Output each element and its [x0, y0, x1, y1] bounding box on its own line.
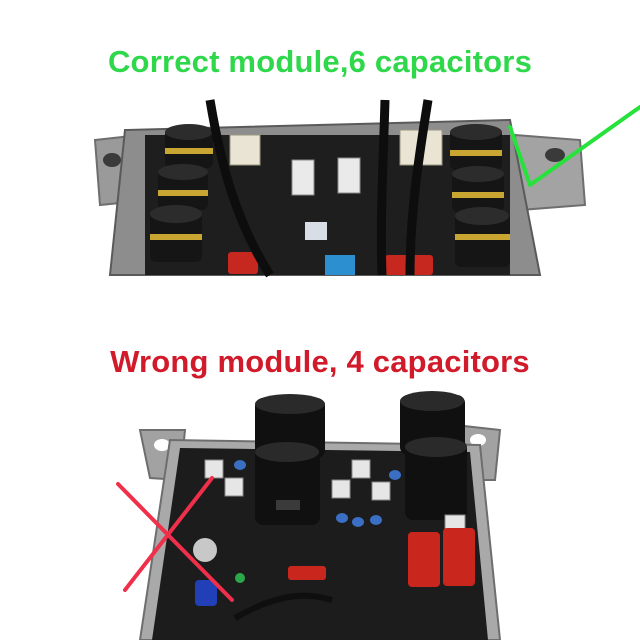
cable-left — [205, 99, 274, 278]
capacitor-left-middle — [158, 164, 208, 210]
label-sticker — [305, 222, 327, 240]
correct-module-caption: Correct module,6 capacitors — [107, 44, 533, 79]
terminal-white-1 — [291, 159, 315, 196]
capacitor-right-bottom — [455, 207, 510, 267]
red-capacitor-1 — [228, 252, 258, 274]
blue-components — [325, 255, 355, 275]
capacitor-left-top — [165, 124, 213, 168]
check-mark-icon — [508, 105, 640, 187]
cable-middle — [376, 99, 390, 276]
wrong-module-caption: Wrong module, 4 capacitors — [110, 344, 530, 379]
capacitor-left-bottom — [150, 205, 202, 262]
capacitor-right-top — [450, 124, 502, 170]
terminal-white-2 — [337, 157, 361, 194]
capacitor-right-middle — [452, 166, 504, 212]
connector-white-left — [229, 134, 261, 166]
cable-right — [405, 99, 433, 276]
